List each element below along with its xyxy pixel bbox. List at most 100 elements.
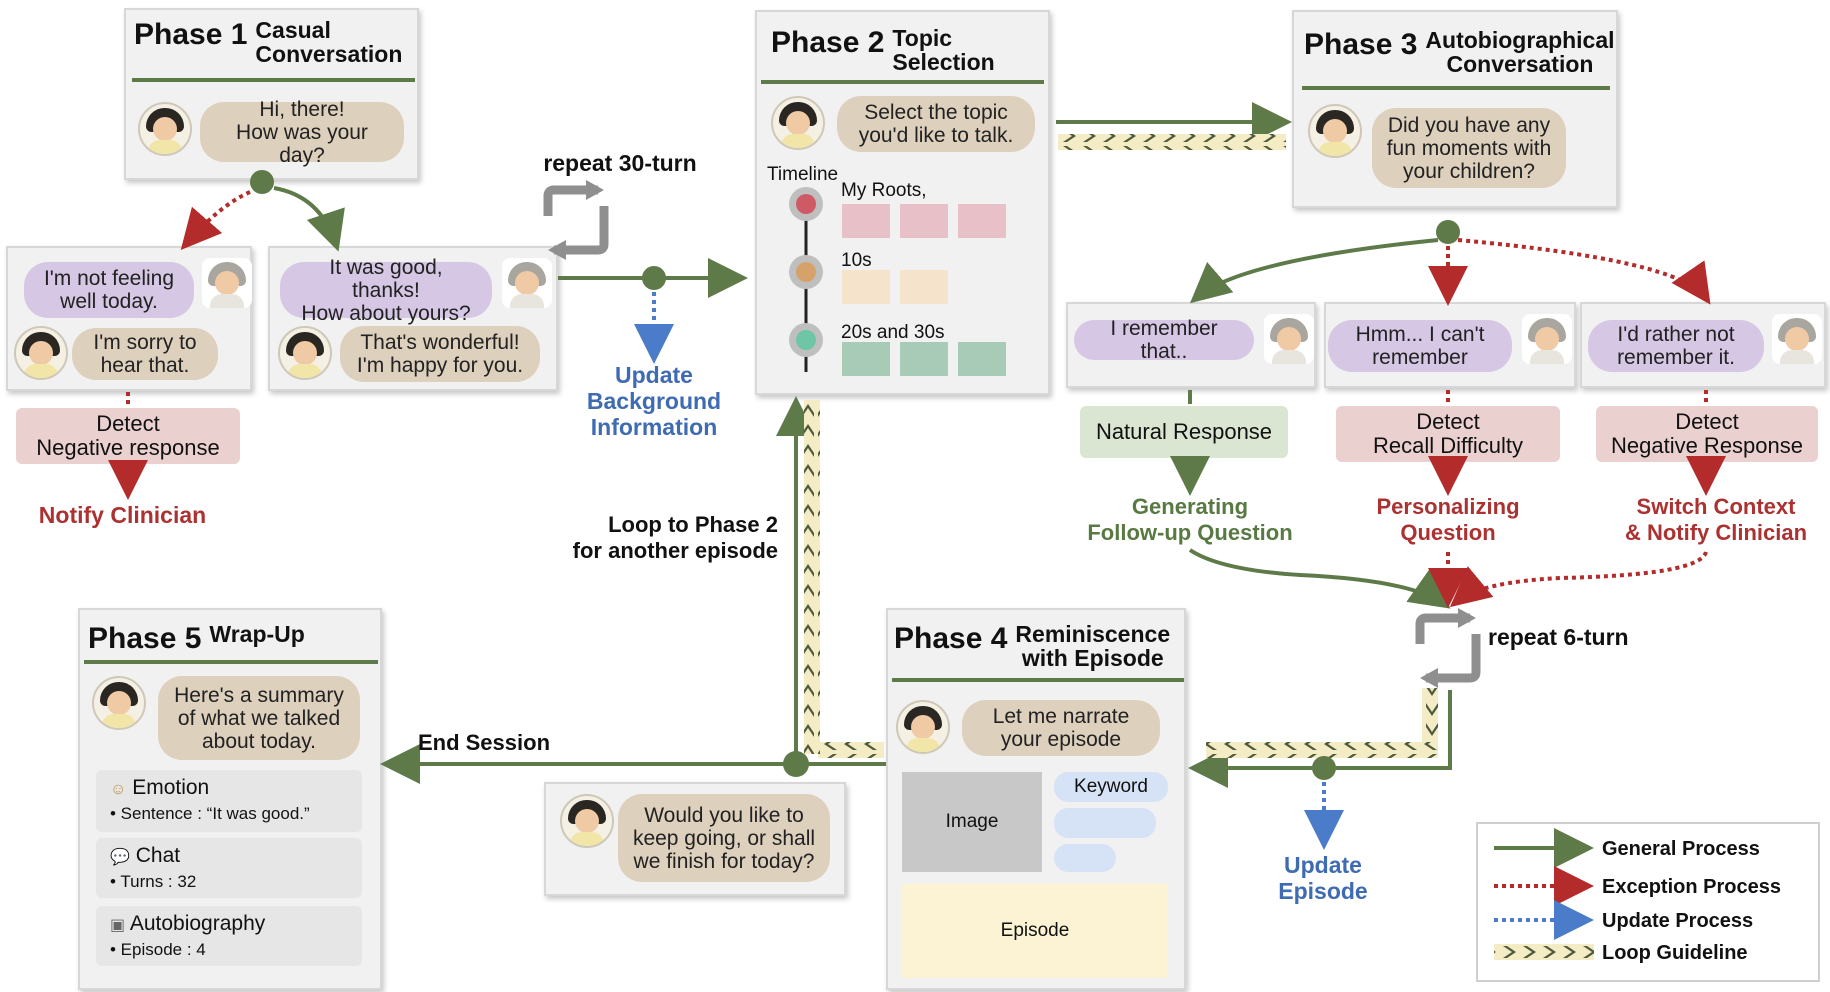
- summary-autobiography: ▣ Autobiography • Episode : 4: [96, 906, 362, 966]
- period-label-10s: 10s: [841, 250, 872, 271]
- senior-avatar: [1264, 314, 1314, 364]
- phase4-rule: [892, 678, 1184, 682]
- period-label-roots: My Roots,: [841, 180, 927, 201]
- bot-avatar: [14, 326, 68, 380]
- image-placeholder: Image: [902, 772, 1042, 872]
- loop-guideline-p4-left: [818, 742, 884, 758]
- phase4-number: Phase 4: [894, 622, 1008, 655]
- summary-emotion: ☺ Emotion • Sentence : “It was good.”: [96, 770, 362, 832]
- keyword-pill: Keyword: [1054, 772, 1168, 802]
- bot-avatar: [896, 700, 950, 754]
- phase1-rule: [132, 78, 415, 82]
- legend-loop: Loop Guideline: [1602, 942, 1748, 964]
- bot-avatar: [138, 102, 192, 156]
- branch-card-remember: I remember that..: [1066, 302, 1316, 388]
- legend-exception: Exception Process: [1602, 876, 1781, 898]
- bot-avatar: [278, 326, 332, 380]
- repeat-to-phase4-arrow: [1188, 690, 1452, 788]
- phase3-title-line1: Autobiographical: [1425, 27, 1615, 53]
- loop-guideline-p3-p4: [1206, 742, 1438, 758]
- phase1-exception-arrow: [180, 190, 251, 251]
- bot-avatar: [560, 794, 614, 848]
- senior-avatar: [1522, 314, 1572, 364]
- keyword-pill-empty: [1054, 844, 1116, 872]
- phase3-branch-node: [1436, 220, 1460, 244]
- phase5-rule: [84, 660, 378, 664]
- period-label-20s30s: 20s and 30s: [841, 322, 945, 343]
- legend-box: General Process Exception Process Update…: [1476, 822, 1820, 982]
- summary-chat: 💬 Chat • Turns : 32: [96, 838, 362, 898]
- bot-greeting-bubble: Hi, there!How was your day?: [200, 98, 404, 167]
- switch-to-repeat-arrow: [1449, 551, 1708, 608]
- repeat-6-icon: [1415, 608, 1481, 688]
- phase5-number: Phase 5: [88, 622, 202, 655]
- phase1-positive-card: It was good, thanks!How about yours? Tha…: [268, 246, 558, 391]
- episode-box: Episode: [902, 884, 1168, 978]
- phase4-title-line1: Reminiscence: [1015, 621, 1171, 647]
- phase3-number: Phase 3: [1304, 28, 1418, 61]
- phase3-exception-arrow-right: [1457, 238, 1711, 305]
- senior-avatar: [502, 258, 552, 308]
- emotion-icon: ☺: [110, 781, 127, 798]
- bot-avatar: [1308, 104, 1362, 158]
- positive-bot-bubble: That's wonderful!I'm happy for you.: [340, 326, 540, 382]
- timeline-label: Timeline: [767, 164, 839, 185]
- natural-response-box: Natural Response: [1080, 406, 1288, 458]
- phase1-title-line1: Casual: [255, 17, 331, 43]
- update-episode-node: [1312, 756, 1336, 780]
- positive-user-bubble: It was good, thanks!How about yours?: [280, 256, 492, 325]
- repeat-6-turn-label: repeat 6-turn: [1488, 624, 1629, 650]
- legend-update: Update Process: [1602, 910, 1754, 932]
- phase2-title-line1: Topic: [892, 25, 953, 51]
- phase4-title-line2: with Episode: [1021, 645, 1164, 671]
- phase2-title-line2: Selection: [892, 49, 995, 75]
- repeat-30-turn-label: repeat 30-turn: [543, 150, 697, 176]
- senior-avatar: [202, 258, 252, 308]
- phase1-general-arrow: [273, 186, 345, 252]
- end-session-label: End Session: [417, 730, 551, 755]
- bot-avatar: [771, 96, 825, 150]
- book-icon: ▣: [110, 917, 126, 934]
- chat-icon: 💬: [110, 849, 130, 866]
- notify-clinician-label: Notify Clinician: [38, 502, 207, 528]
- senior-avatar: [1772, 314, 1822, 364]
- legend-general: General Process: [1602, 838, 1760, 860]
- bot-avatar: [92, 676, 146, 730]
- phase2-number: Phase 2: [771, 26, 885, 59]
- phase3-general-arrow: [1189, 238, 1439, 304]
- keyword-pill-empty: [1054, 808, 1156, 838]
- loop-guideline-p4-up: [804, 400, 820, 754]
- phase5-title: Wrap-Up: [209, 621, 305, 647]
- loop-guideline-p2-p3: [1058, 134, 1286, 150]
- followup-to-repeat-arrow: [1188, 548, 1451, 609]
- phase2-rule: [761, 80, 1044, 84]
- loop-guideline-p3-down: [1422, 688, 1438, 748]
- update-background-node: [642, 266, 666, 290]
- phase3-title-line2: Conversation: [1446, 51, 1594, 77]
- phase3-rule: [1302, 86, 1610, 90]
- phase1-number: Phase 1: [134, 18, 248, 51]
